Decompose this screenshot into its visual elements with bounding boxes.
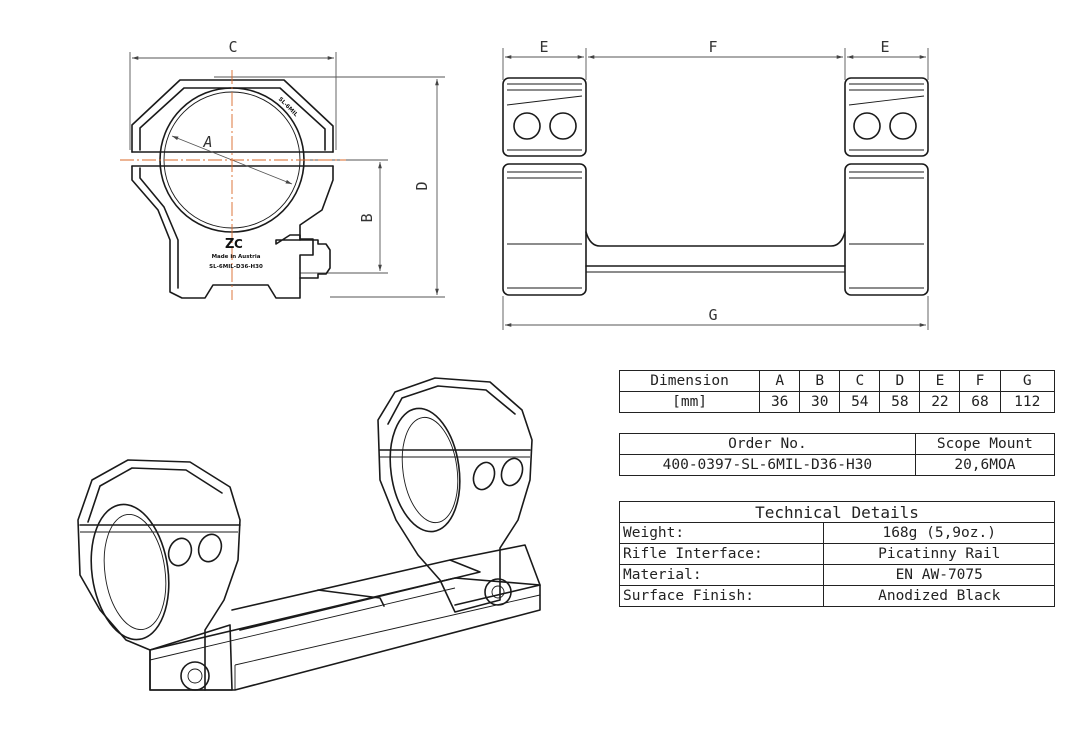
header-cell: G	[999, 370, 1056, 392]
ring-base-outline	[131, 165, 334, 299]
engraving-origin: Made in Austria	[212, 254, 261, 260]
header-cell: E	[919, 370, 961, 392]
detail-value: 168g (5,9oz.)	[823, 522, 1055, 544]
svg-text:C: C	[234, 237, 243, 251]
screw-icon	[500, 457, 524, 487]
dim-label-a: A	[202, 133, 212, 151]
screw-icon	[549, 112, 577, 140]
dim-label-b: B	[358, 213, 376, 222]
bolt-head-icon	[180, 661, 210, 691]
detail-value: EN AW-7075	[823, 564, 1055, 586]
detail-label: Rifle Interface:	[618, 543, 825, 565]
table-row: Surface Finish: Anodized Black	[618, 585, 1055, 607]
svg-text:Z: Z	[225, 237, 234, 252]
header-cell: D	[879, 370, 921, 392]
detail-label: Surface Finish:	[618, 585, 825, 607]
bolt-head-icon	[484, 578, 512, 606]
table-row: Weight: 168g (5,9oz.)	[618, 522, 1055, 544]
isometric-view	[77, 377, 541, 691]
order-number: 400-0397-SL-6MIL-D36-H30	[619, 454, 916, 476]
dim-label-f: F	[708, 38, 717, 56]
order-table: Order No. Scope Mount 400-0397-SL-6MIL-D…	[619, 433, 1056, 476]
table-row: Order No. Scope Mount	[619, 433, 1056, 455]
value-cell: 58	[879, 391, 921, 413]
screw-icon	[197, 533, 223, 563]
right-ring-iso	[377, 377, 541, 613]
value-cell: 68	[959, 391, 1001, 413]
detail-value: Picatinny Rail	[823, 543, 1055, 565]
value-cell: 112	[999, 391, 1056, 413]
value-cell: [mm]	[618, 391, 761, 413]
screw-icon	[167, 537, 193, 567]
value-cell: 54	[839, 391, 881, 413]
header-cell: Order No.	[619, 433, 916, 455]
value-cell: 22	[919, 391, 961, 413]
engraving-model: SL-6MIL-D36-H30	[209, 264, 263, 270]
dim-label-d: D	[413, 181, 431, 190]
scope-bore-left	[90, 503, 170, 641]
header-cell: Dimension	[618, 370, 761, 392]
value-cell: 30	[799, 391, 841, 413]
header-cell: C	[839, 370, 881, 392]
bridge-outline	[585, 231, 846, 247]
value-cell: 36	[759, 391, 801, 413]
screw-icon	[513, 112, 541, 140]
header-cell: Scope Mount	[914, 433, 1056, 455]
right-ring-side	[844, 77, 929, 296]
table-row: Dimension A B C D E F G	[618, 370, 1056, 392]
side-view: E F E G	[502, 38, 929, 330]
dim-label-c: C	[228, 38, 237, 56]
screw-icon	[889, 112, 917, 140]
scope-mount-value: 20,6MOA	[914, 454, 1056, 476]
table-row: 400-0397-SL-6MIL-D36-H30 20,6MOA	[619, 454, 1056, 476]
table-title-row: Technical Details	[619, 501, 1055, 523]
header-cell: F	[959, 370, 1001, 392]
header-cell: B	[799, 370, 841, 392]
header-cell: A	[759, 370, 801, 392]
zc-logo: Z C	[225, 237, 243, 252]
front-view: C D B A Z C Made in Aust	[120, 38, 445, 300]
table-row: Rifle Interface: Picatinny Rail	[618, 543, 1055, 565]
screw-icon	[853, 112, 881, 140]
detail-value: Anodized Black	[823, 585, 1055, 607]
left-ring-iso	[77, 459, 241, 691]
left-ring-side	[502, 77, 587, 296]
screw-icon	[472, 461, 496, 491]
dimension-table: Dimension A B C D E F G [mm] 36 30 54 58…	[618, 370, 1056, 413]
table-row: Material: EN AW-7075	[618, 564, 1055, 586]
dim-label-g: G	[708, 306, 717, 324]
table-row: [mm] 36 30 54 58 22 68 112	[618, 391, 1056, 413]
technical-details-table: Technical Details Weight: 168g (5,9oz.) …	[618, 501, 1055, 607]
detail-label: Weight:	[618, 522, 825, 544]
detail-label: Material:	[618, 564, 825, 586]
dim-label-e-left: E	[539, 38, 548, 56]
table-title: Technical Details	[619, 501, 1055, 523]
scope-bore-right	[389, 407, 461, 533]
dim-label-e-right: E	[880, 38, 889, 56]
